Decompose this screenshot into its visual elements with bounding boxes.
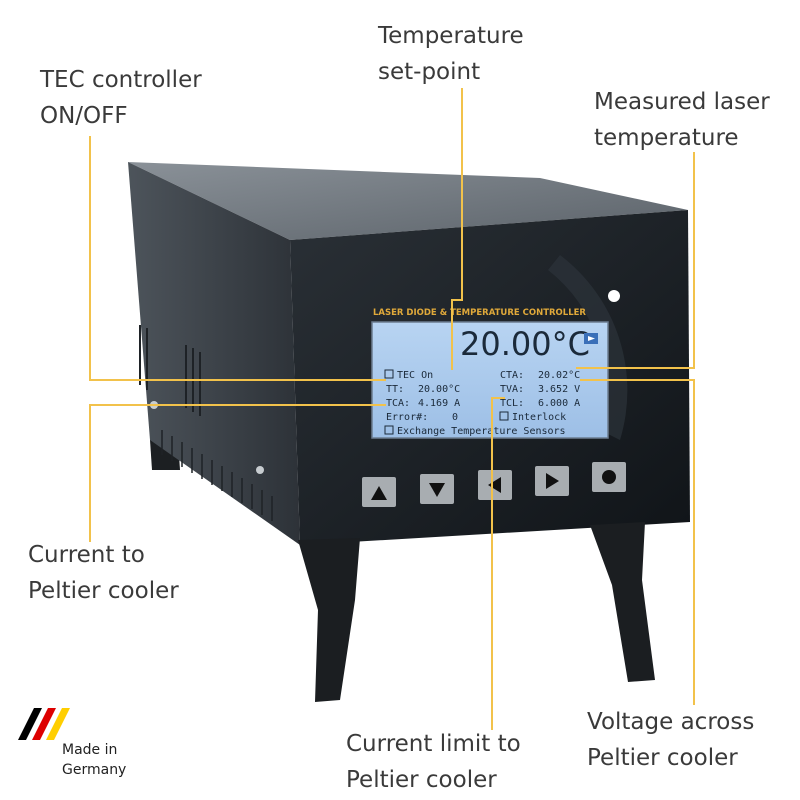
- case-side: [128, 162, 300, 545]
- callout-current: Current to Peltier cooler: [28, 537, 179, 609]
- leader-lines: [89, 88, 695, 730]
- made-in-line: Made in: [62, 742, 118, 758]
- exchange-sensors-label: Exchange Temperature Sensors: [397, 426, 566, 437]
- callout-line: Current to: [28, 542, 145, 568]
- german-flag-icon: [18, 708, 70, 740]
- tva-value: 3.652 V: [538, 384, 580, 395]
- dot-icon: [602, 470, 616, 484]
- tca-label: TCA:: [386, 398, 410, 409]
- power-led: [608, 290, 620, 302]
- cta-label: CTA:: [500, 370, 524, 381]
- tec-on-label: TEC On: [397, 370, 433, 381]
- enter-button[interactable]: [592, 462, 626, 492]
- error-label: Error#:: [386, 412, 428, 423]
- callout-voltage: Voltage across Peltier cooler: [587, 704, 754, 776]
- callout-current-limit: Current limit to Peltier cooler: [346, 726, 521, 798]
- callout-line: ON/OFF: [40, 103, 128, 129]
- panel-title: LASER DIODE & TEMPERATURE CONTROLLER: [373, 308, 586, 318]
- callout-setpoint: Temperature set-point: [378, 18, 524, 90]
- error-value: 0: [452, 412, 458, 423]
- side-screw: [256, 466, 264, 474]
- front-buttons: [362, 462, 626, 507]
- front-right-foot: [590, 522, 655, 682]
- down-arrow-icon: [429, 483, 445, 497]
- callout-line: Peltier cooler: [28, 578, 179, 604]
- interlock-label: Interlock: [512, 412, 566, 423]
- tt-label: TT:: [386, 384, 404, 395]
- right-arrow-icon: [546, 473, 559, 489]
- tcl-value: 6.000 A: [538, 398, 580, 409]
- tt-value: 20.00°C: [418, 384, 460, 395]
- lcd-screen: [371, 321, 609, 439]
- callout-line: Peltier cooler: [587, 745, 738, 771]
- callout-line: Peltier cooler: [346, 767, 497, 793]
- made-in-germany-label: Made in Germany: [62, 740, 126, 780]
- case-top: [128, 162, 688, 240]
- callout-line: Voltage across: [587, 709, 755, 735]
- up-arrow-icon: [371, 486, 387, 500]
- tva-label: TVA:: [500, 384, 524, 395]
- down-button[interactable]: [420, 474, 454, 504]
- tca-value: 4.169 A: [418, 398, 460, 409]
- checkbox-icon: [384, 425, 394, 435]
- callout-measured-temp: Measured laser temperature: [594, 84, 770, 156]
- up-button[interactable]: [362, 477, 396, 507]
- front-left-foot: [298, 538, 360, 702]
- right-button[interactable]: [535, 466, 569, 496]
- callout-line: set-point: [378, 59, 481, 85]
- callout-line: Temperature: [378, 23, 524, 49]
- tcl-label: TCL:: [500, 398, 524, 409]
- setpoint-readout: 20.00°C: [460, 325, 590, 363]
- callout-line: TEC controller: [40, 67, 202, 93]
- callout-tec-on-off: TEC controller ON/OFF: [40, 62, 202, 134]
- left-button[interactable]: [478, 470, 512, 500]
- left-arrow-icon: [488, 477, 501, 493]
- checkbox-icon: [499, 411, 509, 421]
- callout-line: Measured laser: [594, 89, 770, 115]
- bottom-vents: [161, 430, 273, 521]
- cta-value: 20.02°C: [538, 370, 580, 381]
- germany-line: Germany: [62, 762, 127, 778]
- callout-line: Current limit to: [346, 731, 521, 757]
- checkbox-icon: [384, 369, 394, 379]
- callout-line: temperature: [594, 125, 739, 151]
